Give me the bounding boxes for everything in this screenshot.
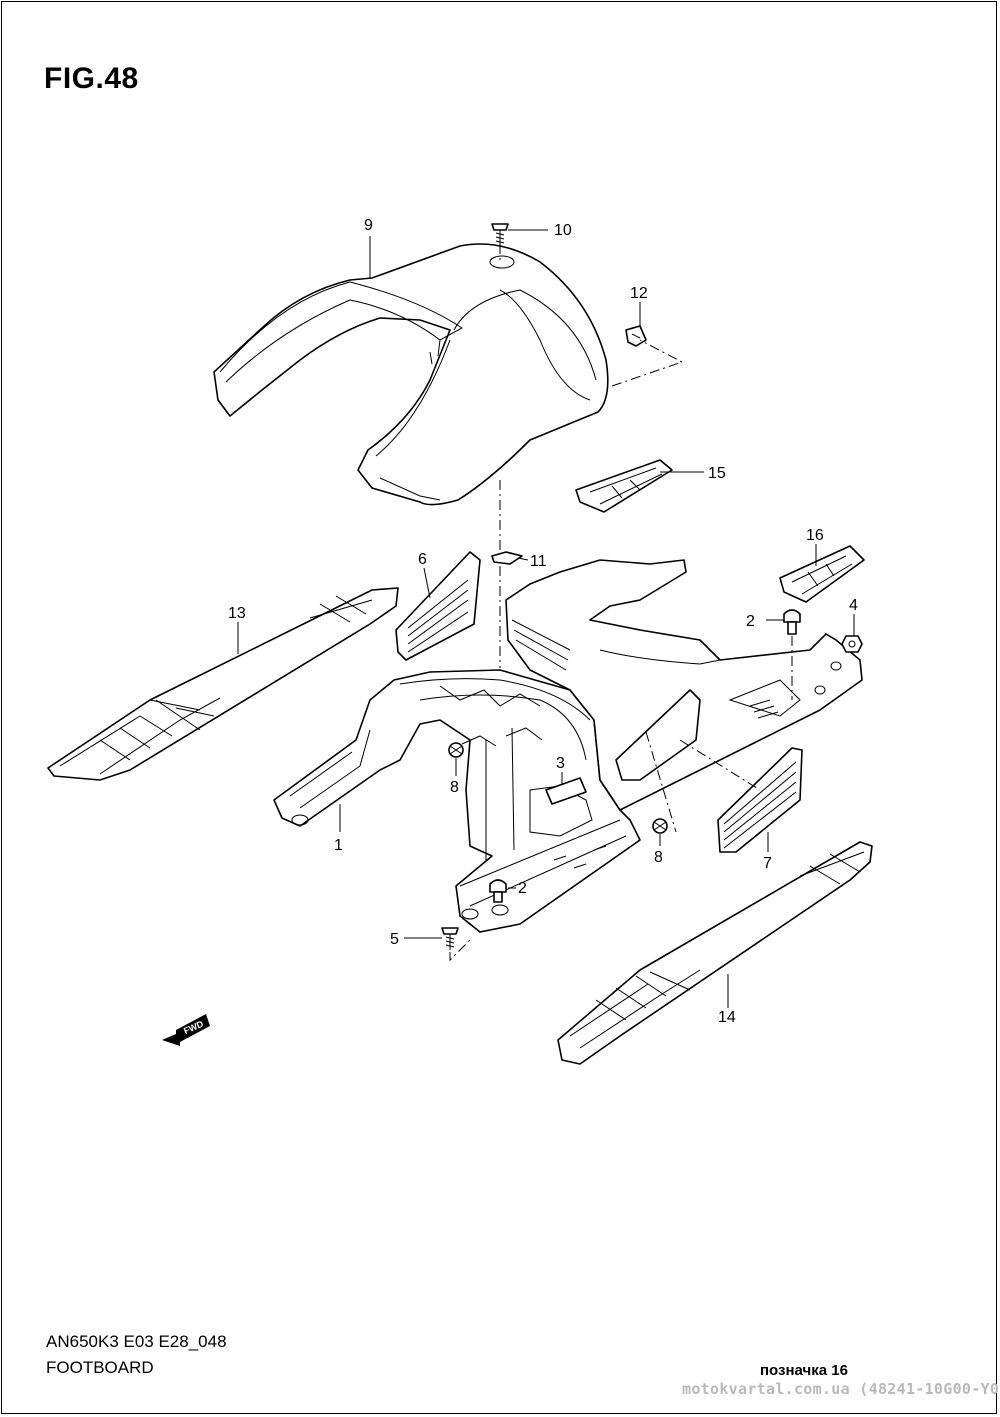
part-12-clip bbox=[625, 325, 647, 347]
callout-8-right: 8 bbox=[654, 849, 663, 866]
callout-6: 6 bbox=[418, 551, 427, 568]
part-4-grommet bbox=[841, 635, 863, 653]
part-10-screw bbox=[491, 223, 509, 244]
part-9-rear-cover bbox=[213, 243, 609, 506]
callout-7: 7 bbox=[763, 855, 772, 872]
callout-16: 16 bbox=[806, 527, 824, 544]
model-code: AN650K3 E03 E28_048 bbox=[46, 1332, 227, 1351]
watermark: motokvartal.com.ua (48241-10G00-Y0... bbox=[682, 1380, 1000, 1398]
callout-3: 3 bbox=[556, 755, 565, 772]
part-3-pad bbox=[545, 777, 587, 805]
part-16-lid bbox=[779, 545, 865, 603]
callout-11: 11 bbox=[530, 553, 547, 570]
callout-leaders bbox=[237, 229, 855, 1008]
callout-10: 10 bbox=[554, 222, 572, 239]
figure-title: FIG.48 bbox=[44, 62, 139, 95]
callout-2-lower: 2 bbox=[518, 880, 527, 897]
assembly-guide-lines bbox=[449, 244, 793, 962]
callout-4: 4 bbox=[849, 597, 858, 614]
part-2-bolt-upper bbox=[783, 609, 801, 635]
part-2-bolt-lower bbox=[489, 879, 507, 903]
callout-numbers: 9 10 12 15 6 11 16 13 2 4 3 8 8 1 7 2 5 … bbox=[228, 217, 858, 1026]
part-7-right-grille bbox=[717, 747, 803, 853]
part-6-left-grille bbox=[395, 551, 481, 661]
callout-5: 5 bbox=[390, 931, 399, 948]
callout-13: 13 bbox=[228, 605, 246, 622]
inner-side-panel bbox=[615, 689, 701, 781]
part-8-grommet-left bbox=[448, 742, 464, 758]
upper-tunnel-panel bbox=[505, 559, 863, 811]
part-5-screw bbox=[441, 927, 459, 950]
page-reference: позначка 16 bbox=[760, 1362, 848, 1379]
callout-12: 12 bbox=[630, 285, 648, 302]
section-name: FOOTBOARD bbox=[46, 1358, 154, 1377]
callout-1: 1 bbox=[334, 837, 343, 854]
callout-15: 15 bbox=[708, 465, 726, 482]
part-11-clip bbox=[491, 551, 523, 565]
part-15-lid bbox=[575, 459, 673, 513]
fwd-arrow-icon: FWD bbox=[162, 1014, 210, 1046]
callout-14: 14 bbox=[718, 1009, 736, 1026]
callout-9: 9 bbox=[364, 217, 373, 234]
part-14-right-mat bbox=[557, 841, 873, 1065]
callout-2-upper: 2 bbox=[746, 613, 755, 630]
part-13-left-mat bbox=[47, 587, 399, 781]
callout-8-left: 8 bbox=[450, 779, 459, 796]
part-8-grommet-right bbox=[652, 818, 668, 834]
